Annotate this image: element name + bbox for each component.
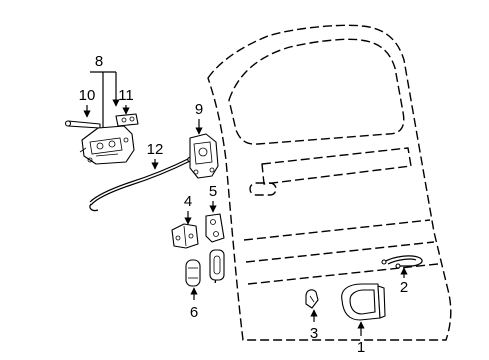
callout-6: 6 — [190, 287, 198, 321]
callout-6-label: 6 — [190, 304, 198, 321]
callout-2-label: 2 — [400, 279, 408, 296]
part-5-plate — [205, 213, 225, 243]
callout-5-label: 5 — [209, 183, 217, 200]
callout-11-label: 11 — [118, 87, 134, 104]
callout-9-label: 9 — [195, 101, 203, 118]
part-8-lock-assembly — [79, 125, 135, 165]
callout-4-label: 4 — [184, 193, 192, 210]
callout-8: 8 — [90, 53, 120, 137]
part-6-stopper — [185, 259, 201, 287]
callout-12-label: 12 — [147, 141, 164, 158]
part-10-rod — [64, 120, 101, 129]
part-12-cable — [89, 156, 193, 212]
callout-3-label: 3 — [310, 325, 318, 342]
callout-11: 11 — [118, 87, 134, 115]
part-4-bracket — [171, 223, 199, 249]
callout-10: 10 — [79, 87, 96, 118]
callout-2: 2 — [400, 267, 408, 296]
door-panel — [207, 24, 452, 341]
part-11-latch — [115, 113, 139, 127]
callout-9: 9 — [195, 101, 203, 135]
part-1-handle — [341, 283, 386, 321]
part-9-latch — [189, 133, 219, 179]
callout-10-label: 10 — [79, 87, 96, 104]
part-3-clip — [305, 289, 319, 309]
callout-1: 1 — [357, 321, 365, 356]
part-2-rod — [381, 255, 423, 269]
callout-1-label: 1 — [357, 339, 365, 356]
callout-4: 4 — [184, 193, 192, 225]
callout-12: 12 — [147, 141, 164, 170]
part-7-plate — [209, 249, 225, 281]
callout-8-label: 8 — [95, 53, 103, 70]
callout-3: 3 — [310, 309, 318, 342]
callout-5: 5 — [209, 183, 217, 213]
